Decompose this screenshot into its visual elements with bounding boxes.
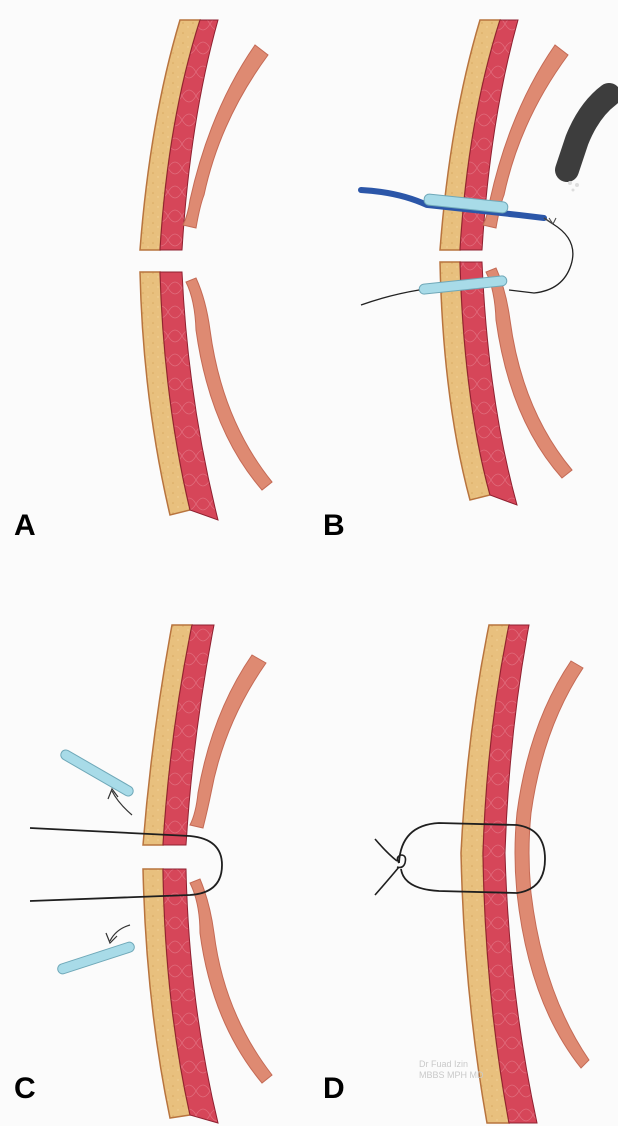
panel-label: D	[323, 1074, 345, 1104]
panel-d-figure	[309, 563, 618, 1126]
watermark-line: MBBS MPH MD	[419, 1070, 484, 1080]
panel-c: C	[0, 563, 309, 1126]
panel-c-figure	[0, 563, 309, 1126]
panel-d: Dr Fuad Izin MBBS MPH MD D	[309, 563, 618, 1126]
panel-b: B	[309, 0, 618, 563]
panel-label: A	[14, 511, 36, 541]
panel-a: A	[0, 0, 309, 563]
panel-label: C	[14, 1074, 36, 1104]
watermark: Dr Fuad Izin MBBS MPH MD	[419, 1059, 484, 1080]
panel-b-figure	[309, 0, 618, 563]
watermark-line: Dr Fuad Izin	[419, 1059, 484, 1069]
panel-a-figure	[0, 0, 309, 563]
panel-label: B	[323, 511, 345, 541]
